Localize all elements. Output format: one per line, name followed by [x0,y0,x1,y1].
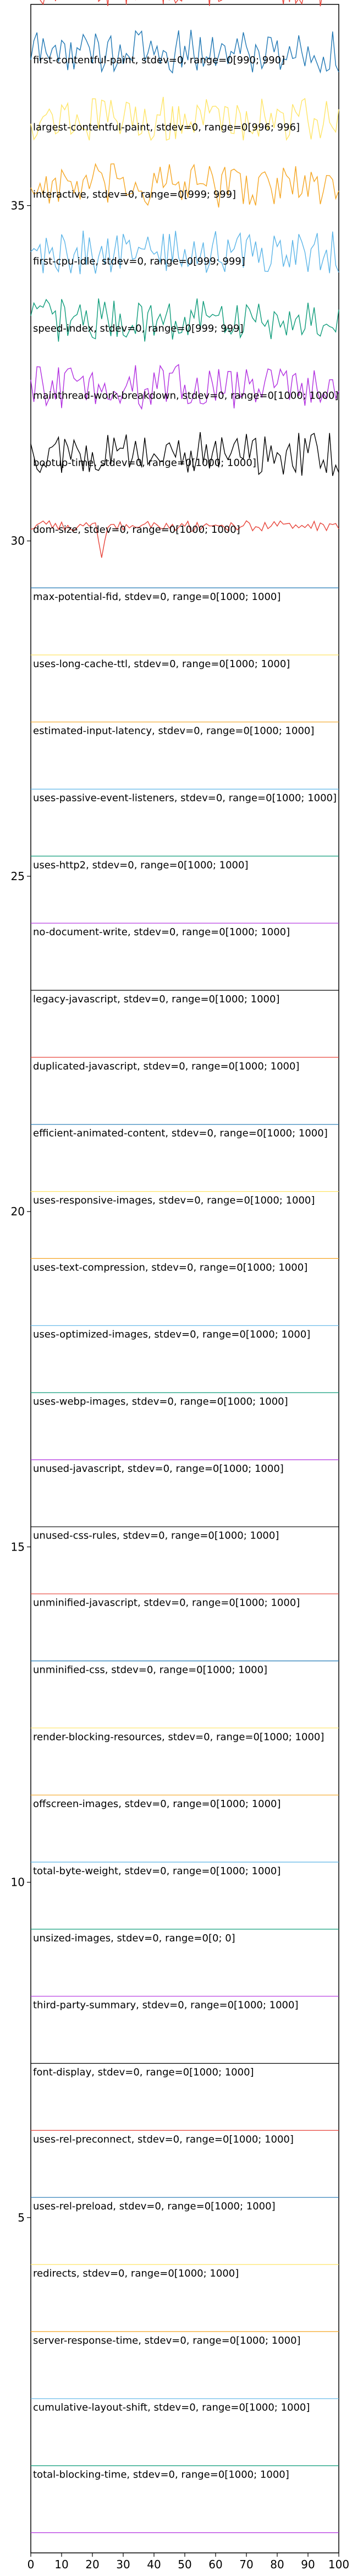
panel-label: uses-http2, stdev=0, range=0[1000; 1000] [33,859,248,871]
series-line [30,96,339,141]
y-tick-label: 20 [11,1205,25,1218]
panel-label: first-cpu-idle, stdev=0, range=0[999; 99… [33,256,245,268]
panel-label: redirects, stdev=0, range=0[1000; 1000] [33,2268,239,2279]
panel-label: cumulative-layout-shift, stdev=0, range=… [33,2402,310,2414]
panel-label: uses-passive-event-listeners, stdev=0, r… [33,792,337,804]
panel-label: estimated-input-latency, stdev=0, range=… [33,725,314,737]
panel-label: speed-index, stdev=0, range=0[999; 999] [33,323,244,335]
panel-label: unsized-images, stdev=0, range=0[0; 0] [33,1933,235,1944]
plot-area [30,4,339,2553]
series-layer [30,0,339,2533]
y-tick-label: 35 [11,199,25,212]
series-line [30,520,339,558]
panel-label: uses-responsive-images, stdev=0, range=0… [33,1195,315,1207]
panel-label: duplicated-javascript, stdev=0, range=0[… [33,1061,299,1072]
panel-label: no-document-write, stdev=0, range=0[1000… [33,926,290,938]
panel-label: unminified-css, stdev=0, range=0[1000; 1… [33,1664,267,1676]
x-tick-label: 40 [147,2558,161,2571]
x-tick-label: 60 [208,2558,222,2571]
panel-labels: overall score, stdev=0, range=0[997; 997… [33,54,338,2481]
panel-label: uses-long-cache-ttl, stdev=0, range=0[10… [33,658,290,670]
series-line [30,298,339,342]
panel-label: total-byte-weight, stdev=0, range=0[1000… [33,1865,280,1877]
series-line [30,432,339,476]
y-axis: 5 10 15 20 25 30 35 [11,199,31,2224]
panel-label: unminified-javascript, stdev=0, range=0[… [33,1597,300,1609]
x-tick-label: 100 [328,2558,349,2571]
panel-label: dom-size, stdev=0, range=0[1000; 1000] [33,524,240,536]
panel-label: uses-rel-preconnect, stdev=0, range=0[10… [33,2133,294,2145]
panel-label: unused-css-rules, stdev=0, range=0[1000;… [33,1530,279,1542]
panel-label: offscreen-images, stdev=0, range=0[1000;… [33,1798,281,1810]
x-tick-label: 80 [270,2558,284,2571]
x-tick-label: 70 [239,2558,253,2571]
series-line [30,364,339,410]
y-tick-label: 30 [11,534,25,548]
series-line [30,30,339,74]
panel-label: server-response-time, stdev=0, range=0[1… [33,2335,301,2346]
panel-label: third-party-summary, stdev=0, range=0[10… [33,2000,298,2011]
panel-label: uses-webp-images, stdev=0, range=0[1000;… [33,1396,288,1407]
y-tick-label: 25 [11,870,25,883]
panel-label: unused-javascript, stdev=0, range=0[1000… [33,1463,284,1475]
panel-label: bootup-time, stdev=0, range=0[1000; 1000… [33,457,256,468]
panel-label: render-blocking-resources, stdev=0, rang… [33,1731,324,1743]
panel-label: efficient-animated-content, stdev=0, ran… [33,1128,328,1139]
panel-label: total-blocking-time, stdev=0, range=0[10… [33,2469,289,2481]
x-tick-label: 50 [178,2558,191,2571]
panel-label: mainthread-work-breakdown, stdev=0, rang… [33,390,338,401]
y-tick-label: 15 [11,1540,25,1553]
series-line [30,162,339,208]
x-tick-label: 20 [85,2558,99,2571]
panel-label: uses-optimized-images, stdev=0, range=0[… [33,1329,310,1340]
x-tick-label: 30 [116,2558,130,2571]
panel-label: first-contentful-paint, stdev=0, range=0… [33,54,285,66]
x-tick-label: 90 [301,2558,315,2571]
panel-label: legacy-javascript, stdev=0, range=0[1000… [33,994,279,1005]
panel-label: largest-contentful-paint, stdev=0, range… [33,122,300,133]
x-tick-label: 0 [28,2558,35,2571]
panel-label: uses-rel-preload, stdev=0, range=0[1000;… [33,2201,276,2212]
x-axis: 0 10 20 30 40 50 60 70 80 90 100 [28,2553,349,2571]
panel-label: uses-text-compression, stdev=0, range=0[… [33,1262,307,1273]
y-tick-label: 10 [11,1876,25,1889]
panel-label: max-potential-fid, stdev=0, range=0[1000… [33,591,280,603]
y-tick-label: 5 [18,2211,25,2224]
panel-label: font-display, stdev=0, range=0[1000; 100… [33,2066,254,2078]
x-tick-label: 10 [54,2558,68,2571]
panel-label: interactive, stdev=0, range=0[999; 999] [33,189,236,200]
series-line [30,231,339,275]
